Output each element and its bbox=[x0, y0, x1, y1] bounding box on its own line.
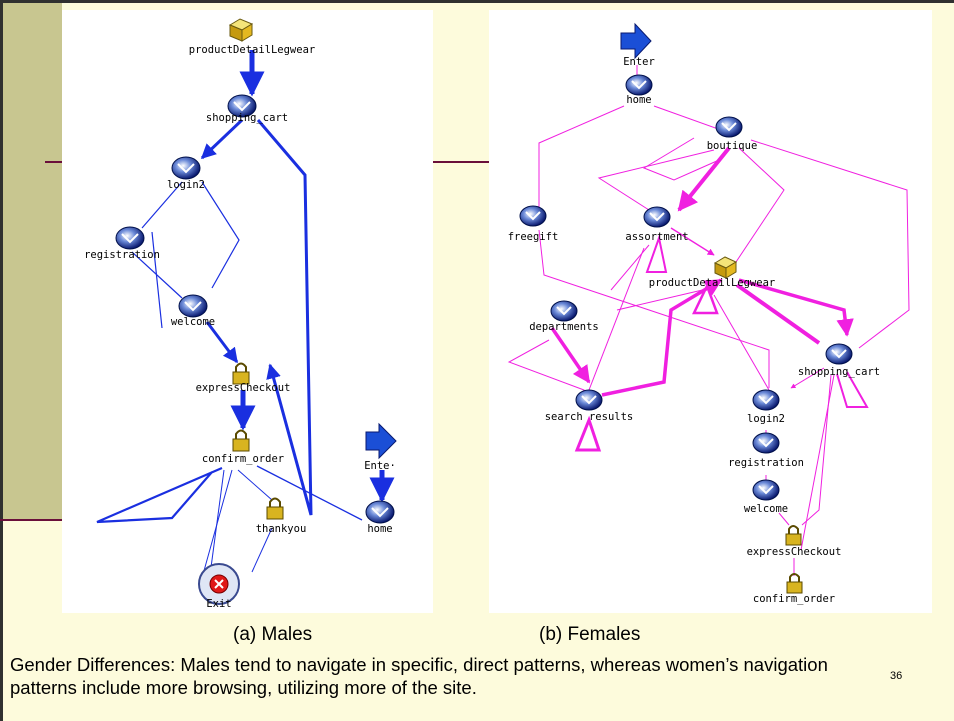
shopping-cart-node[interactable]: shopping_cart bbox=[798, 343, 880, 378]
page-node-icon bbox=[227, 94, 257, 118]
product-detail-legwear-node[interactable]: productDetailLegwear bbox=[649, 256, 775, 289]
assortment-node[interactable]: assortment bbox=[625, 206, 689, 243]
frame-top-border bbox=[0, 0, 954, 3]
page-node-icon bbox=[365, 500, 395, 524]
divider-rule bbox=[433, 161, 489, 163]
home-node[interactable]: home bbox=[625, 74, 653, 106]
page-node-icon bbox=[625, 74, 653, 96]
node-label: home bbox=[626, 94, 651, 106]
slide-description: Gender Differences: Males tend to naviga… bbox=[10, 654, 828, 698]
node-label: login2 bbox=[167, 179, 205, 191]
enter-arrow-icon bbox=[365, 422, 397, 460]
exit-node[interactable]: Exit bbox=[198, 563, 240, 610]
node-label: search results bbox=[545, 411, 634, 423]
page-node-icon bbox=[178, 294, 208, 318]
page-node-icon bbox=[643, 206, 671, 228]
registration-node[interactable]: registration bbox=[84, 226, 160, 261]
node-label: welcome bbox=[171, 316, 215, 328]
cube-icon bbox=[713, 256, 738, 279]
node-label: thankyou bbox=[256, 523, 307, 535]
freegift-node[interactable]: freegift bbox=[508, 205, 559, 243]
node-label: welcome bbox=[744, 503, 788, 515]
node-label: productDetailLegwear bbox=[189, 44, 315, 56]
page-node-icon bbox=[825, 343, 853, 365]
males-navigation-diagram: productDetailLegwear shopping_cart login… bbox=[62, 10, 433, 613]
exit-icon bbox=[198, 563, 240, 605]
page-node-icon bbox=[171, 156, 201, 180]
frame-left-border bbox=[0, 0, 3, 721]
registration-node[interactable]: registration bbox=[728, 432, 804, 469]
node-label: registration bbox=[84, 249, 160, 261]
node-label: registration bbox=[728, 457, 804, 469]
node-label: freegift bbox=[508, 231, 559, 243]
node-label: home bbox=[367, 523, 392, 535]
shopping-cart-node[interactable]: shopping_cart bbox=[206, 94, 288, 124]
slide-number: 36 bbox=[890, 670, 903, 682]
page-node-icon bbox=[752, 389, 780, 411]
thankyou-node[interactable]: thankyou bbox=[256, 497, 307, 536]
page-node-icon bbox=[519, 205, 547, 227]
page-node-icon bbox=[115, 226, 145, 250]
express-checkout-node[interactable]: expressCheckout bbox=[747, 525, 842, 558]
lock-icon bbox=[266, 497, 284, 520]
divider-rule bbox=[45, 161, 62, 163]
page-node-icon bbox=[550, 300, 578, 322]
product-detail-legwear-node[interactable]: productDetailLegwear bbox=[189, 18, 315, 56]
divider-rule bbox=[0, 519, 62, 521]
females-navigation-diagram: Enter home boutique freegift assortment bbox=[489, 10, 932, 613]
page-node-icon bbox=[752, 432, 780, 454]
lock-icon bbox=[232, 429, 250, 452]
enter-node[interactable]: Enter bbox=[620, 22, 655, 68]
page-node-icon bbox=[752, 479, 780, 501]
confirm-order-node[interactable]: confirm_order bbox=[202, 429, 284, 466]
home-node[interactable]: home bbox=[365, 500, 395, 535]
node-label: confirm_order bbox=[753, 593, 835, 605]
enter-arrow-icon bbox=[620, 22, 652, 60]
boutique-node[interactable]: boutique bbox=[707, 116, 758, 152]
node-label: expressCheckout bbox=[196, 382, 291, 394]
departments-node[interactable]: departments bbox=[529, 300, 599, 333]
enter-node[interactable]: Ente· bbox=[364, 422, 397, 472]
login2-node[interactable]: login2 bbox=[747, 389, 785, 425]
node-label: departments bbox=[529, 321, 599, 333]
lock-icon bbox=[785, 525, 802, 546]
cube-icon bbox=[228, 18, 254, 42]
caption-males: (a) Males bbox=[233, 624, 313, 645]
page-node-icon bbox=[715, 116, 743, 138]
page-node-icon bbox=[575, 389, 603, 411]
express-checkout-node[interactable]: expressCheckout bbox=[196, 362, 291, 395]
node-label: productDetailLegwear bbox=[649, 277, 775, 289]
welcome-node[interactable]: welcome bbox=[171, 294, 215, 328]
node-label: login2 bbox=[747, 413, 785, 425]
caption-females: (b) Females bbox=[539, 624, 641, 645]
node-label: boutique bbox=[707, 140, 758, 152]
node-label: Exit bbox=[206, 598, 231, 610]
lock-icon bbox=[232, 362, 250, 385]
lock-icon bbox=[786, 573, 803, 594]
welcome-node[interactable]: welcome bbox=[744, 479, 788, 515]
node-label: expressCheckout bbox=[747, 546, 842, 558]
node-label: shopping_cart bbox=[798, 366, 880, 378]
confirm-order-node[interactable]: confirm_order bbox=[753, 573, 835, 605]
search-results-node[interactable]: search results bbox=[545, 389, 634, 423]
login2-node[interactable]: login2 bbox=[167, 156, 205, 191]
node-label: Ente· bbox=[364, 460, 396, 472]
males-edges bbox=[96, 50, 395, 579]
node-label: Enter bbox=[623, 56, 655, 68]
node-label: assortment bbox=[625, 231, 688, 243]
side-band bbox=[0, 0, 62, 519]
node-label: confirm_order bbox=[202, 453, 284, 465]
node-label: shopping_cart bbox=[206, 112, 288, 124]
